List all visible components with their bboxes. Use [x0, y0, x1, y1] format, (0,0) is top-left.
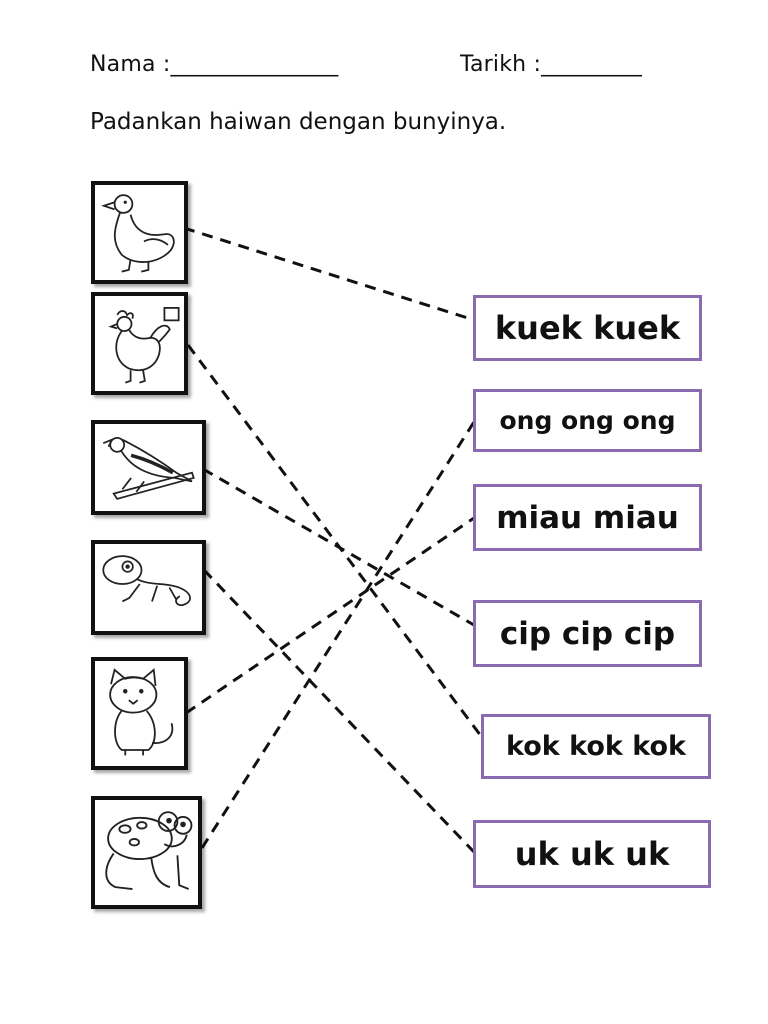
match-line-bird-cip — [202, 467, 475, 627]
sound-label: ong ong ong — [499, 406, 676, 435]
name-field-label: Nama :_______________ — [90, 52, 339, 77]
frog-icon — [105, 811, 193, 890]
match-line-cat-miau — [185, 516, 475, 715]
sound-box-kok: kok kok kok — [481, 714, 711, 779]
sound-label: miau miau — [496, 499, 679, 536]
sound-box-miau: miau miau — [473, 484, 702, 551]
match-line-rooster-kok — [186, 344, 486, 741]
sound-label: uk uk uk — [514, 835, 670, 873]
gecko-picture — [91, 540, 206, 635]
sound-label: kuek kuek — [494, 309, 681, 347]
date-field-label: Tarikh :_________ — [460, 52, 642, 77]
duck-picture — [91, 181, 188, 284]
cat-picture — [91, 657, 188, 770]
gecko-icon — [102, 555, 191, 607]
frog-picture — [91, 796, 202, 909]
sound-box-kuek: kuek kuek — [473, 295, 702, 361]
bird-icon — [102, 437, 195, 500]
instruction-text: Padankan haiwan dengan bunyinya. — [90, 109, 507, 135]
bird-picture — [91, 420, 206, 515]
cat-icon — [109, 668, 174, 756]
sound-label: cip cip cip — [499, 615, 676, 652]
sound-box-uk: uk uk uk — [473, 820, 711, 888]
rooster-icon — [108, 307, 180, 384]
rooster-picture — [91, 292, 188, 395]
sound-label: kok kok kok — [505, 731, 686, 762]
match-line-frog-ong — [200, 421, 476, 849]
sound-box-ong: ong ong ong — [473, 389, 702, 452]
sound-box-cip: cip cip cip — [473, 600, 702, 667]
match-line-duck-kuek — [183, 226, 475, 322]
duck-icon — [101, 194, 175, 273]
match-line-gecko-uk — [202, 568, 476, 854]
